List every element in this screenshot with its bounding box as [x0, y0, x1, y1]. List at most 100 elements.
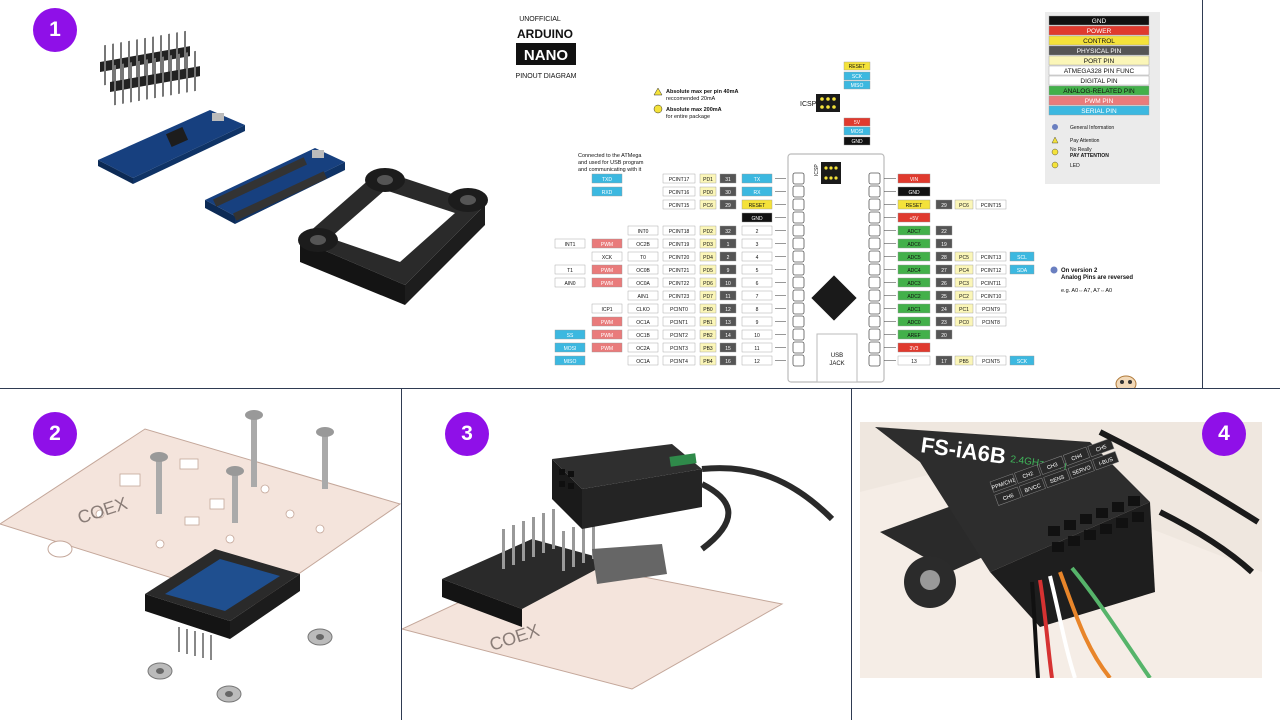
pin-label-box — [741, 277, 773, 288]
icsp-pin-text: GND — [851, 139, 863, 145]
pin-label-box — [662, 303, 696, 314]
pin-label-text: PCINT10 — [981, 294, 1002, 300]
pin-label-text: CLKO — [636, 307, 650, 313]
pin-label-text: T0 — [640, 255, 646, 261]
pin-label-box — [699, 303, 717, 314]
pin-label-text: OC1A — [636, 359, 650, 365]
pin-label-text: SDA — [1017, 268, 1028, 274]
receiver-port-label: CH5 — [1095, 444, 1107, 453]
pin-label-box — [591, 251, 623, 262]
panel-step-3: COEX — [402, 389, 851, 720]
step-badge-2: 2 — [33, 412, 77, 456]
pin-label-text: 9 — [727, 268, 730, 274]
pin-label-box — [897, 212, 931, 223]
screws — [150, 410, 334, 523]
pin-label-text: OC0A — [636, 281, 650, 287]
pin-label-text: 11 — [725, 294, 730, 300]
board-pin-pad — [868, 328, 881, 341]
panel-step-1 — [0, 0, 500, 388]
pin-label-text: PCINT19 — [669, 242, 690, 248]
pin-label-box — [627, 277, 659, 288]
pin-label-box — [954, 355, 974, 366]
pin-label-text: PC5 — [959, 255, 969, 261]
pin-label-text: GND — [751, 216, 763, 222]
pin-label-text: 28 — [941, 255, 947, 261]
pin-label-text: 22 — [941, 229, 947, 235]
pin-label-box — [741, 316, 773, 327]
receiver-ports — [1048, 496, 1144, 552]
icsp-pin-box — [843, 80, 871, 90]
board-pin-pad — [792, 302, 805, 315]
pin-label-text: ADC0 — [907, 320, 921, 326]
pin-label-box — [719, 199, 737, 210]
divider-vertical-1 — [401, 388, 402, 720]
step-badge-4: 4 — [1202, 412, 1246, 456]
pin-label-text: PWM — [601, 320, 613, 326]
board-pin-pad — [868, 250, 881, 263]
pin-label-box — [1009, 264, 1035, 275]
pin-label-text: ADC3 — [907, 281, 921, 287]
pin-label-box — [954, 316, 974, 327]
pin-label-box — [719, 264, 737, 275]
pin-label-box — [897, 277, 931, 288]
board-pin-pad — [868, 185, 881, 198]
pin-label-text: 11 — [754, 346, 759, 352]
legend-swatch — [1048, 55, 1150, 66]
pin-label-box — [627, 303, 659, 314]
pin-label-text: AIN0 — [564, 281, 575, 287]
pin-label-box — [554, 355, 586, 366]
pin-label-box — [741, 251, 773, 262]
pin-label-box — [954, 277, 974, 288]
icsp-pin-box — [843, 136, 871, 146]
receiver-port-label: CH4 — [1071, 453, 1083, 462]
pin-label-box — [662, 277, 696, 288]
icsp-pin-text: SCK — [852, 74, 863, 80]
pin-label-text: AIN1 — [637, 294, 648, 300]
signal-wire — [1058, 571, 1112, 678]
pin-label-text: PCINT9 — [982, 307, 1000, 313]
pin-label-box — [741, 303, 773, 314]
pin-label-text: PCINT22 — [669, 281, 690, 287]
pin-label-text: PCINT16 — [669, 190, 690, 196]
pin-label-box — [662, 251, 696, 262]
board-pin-pad — [868, 276, 881, 289]
pin-label-text: PD2 — [703, 229, 713, 235]
pin-label-box — [627, 329, 659, 340]
pin-label-text: PWM — [601, 268, 613, 274]
antenna-4b — [1158, 509, 1255, 575]
usb-note-3: and communicating with it — [578, 167, 642, 173]
pin-label-box — [975, 316, 1007, 327]
usb-note-1: Connected to the ATMega — [578, 153, 642, 159]
board-pin-pad — [792, 276, 805, 289]
usb-jack-label-2: JACK — [829, 361, 844, 367]
pin-label-text: PCINT3 — [670, 346, 688, 352]
pin-label-box — [719, 251, 737, 262]
receiver-port-label-box — [1062, 446, 1090, 466]
pin-label-box — [699, 173, 717, 184]
version-note-2: Analog Pins are reversed — [1061, 275, 1133, 281]
pin-label-text: ADC6 — [907, 242, 921, 248]
note-max-pin: Absolute max per pin 40mA — [666, 89, 738, 95]
pin-label-box — [935, 303, 953, 314]
pin-label-box — [954, 199, 974, 210]
pin-label-box — [627, 225, 659, 236]
pin-label-text: 31 — [725, 177, 731, 183]
pin-label-text: PWM — [601, 346, 613, 352]
pin-label-box — [975, 355, 1007, 366]
pin-label-text: PD3 — [703, 242, 713, 248]
pin-label-text: PWM — [601, 281, 613, 287]
left-pin-row: GND — [741, 211, 805, 224]
legend-swatch — [1048, 75, 1150, 86]
pin-label-box — [954, 264, 974, 275]
pin-label-text: PC4 — [959, 268, 969, 274]
pin-label-text: 26 — [941, 281, 947, 287]
arduino-nano-pinout: UNOFFICIAL ARDUINO NANO PINOUT DIAGRAM A… — [500, 0, 1202, 388]
info-legend-attention: Pay Attention — [1070, 138, 1100, 144]
board-pin-pad — [868, 224, 881, 237]
legend-label: POWER — [1087, 28, 1112, 35]
pin-label-box — [897, 251, 931, 262]
pin-label-text: PC6 — [703, 203, 713, 209]
